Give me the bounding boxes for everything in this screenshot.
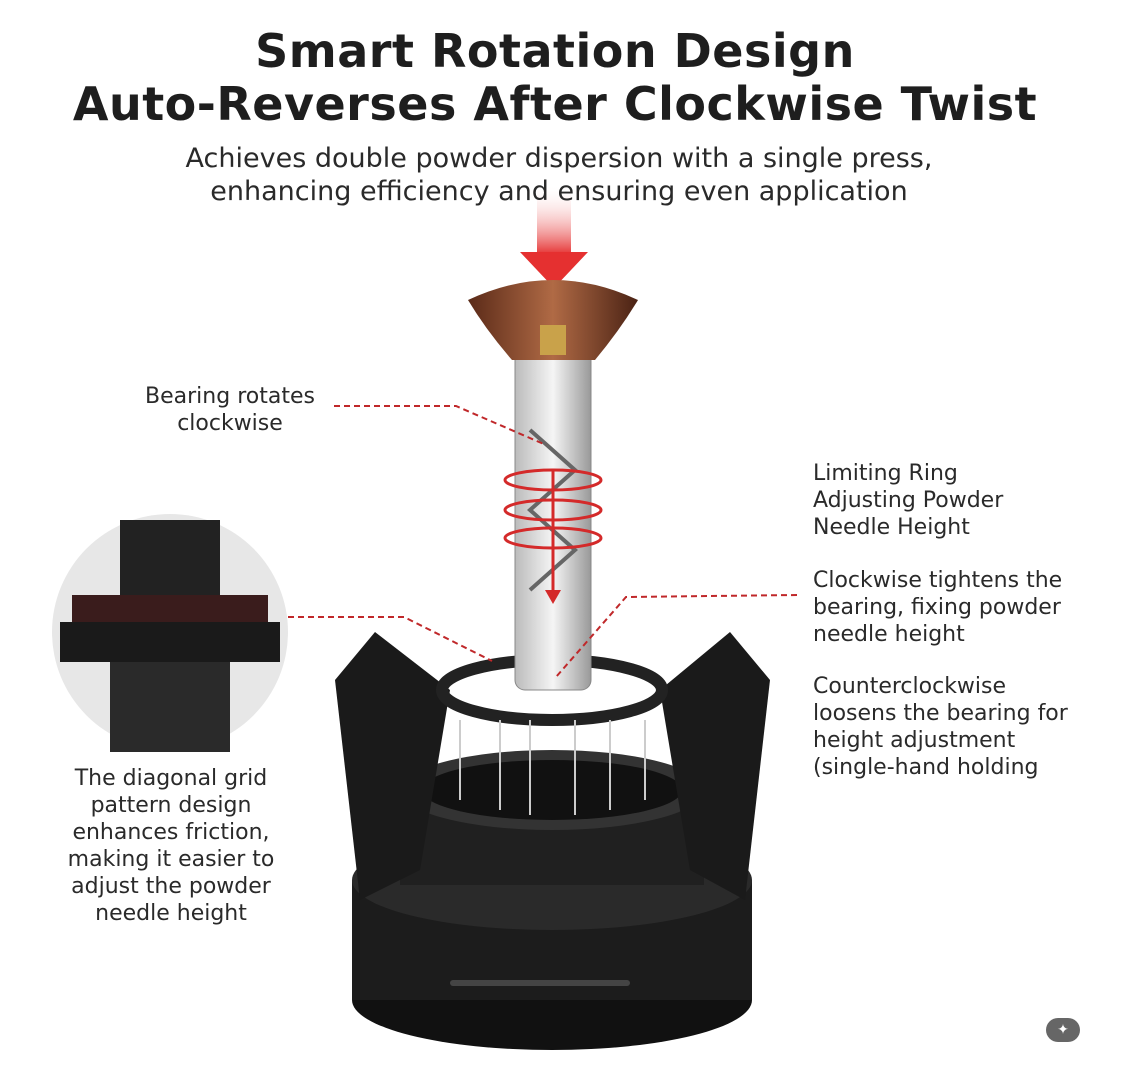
- subtitle-line-2: enhancing efficiency and ensuring even a…: [210, 176, 908, 207]
- callout-text: bearing, fixing powder: [813, 595, 1061, 620]
- callout-text: clockwise: [177, 411, 283, 436]
- callout-limiting-ring: Limiting Ring Adjusting Powder Needle He…: [813, 460, 1003, 541]
- grid-ring-inset: [52, 514, 288, 752]
- callout-text: Needle Height: [813, 515, 970, 540]
- callout-text: adjust the powder: [71, 874, 271, 899]
- callout-text: Counterclockwise: [813, 674, 1007, 699]
- callout-bearing: Bearing rotates clockwise: [130, 383, 330, 437]
- product-base: [335, 632, 770, 1050]
- callout-text: making it easier to: [67, 847, 275, 872]
- callout-text: Clockwise tightens the: [813, 568, 1063, 593]
- callout-text: pattern design: [90, 793, 252, 818]
- callout-text: loosens the bearing for: [813, 701, 1068, 726]
- callout-text: needle height: [95, 901, 247, 926]
- callout-text: Bearing rotates: [145, 384, 315, 409]
- callout-counterclockwise: Counterclockwise loosens the bearing for…: [813, 673, 1068, 781]
- press-arrow-icon: [520, 185, 588, 288]
- callout-grid-pattern: The diagonal grid pattern design enhance…: [40, 765, 302, 927]
- callout-clockwise: Clockwise tightens the bearing, fixing p…: [813, 567, 1062, 648]
- callout-text: The diagonal grid: [74, 766, 268, 791]
- callout-text: needle height: [813, 622, 965, 647]
- product-shaft: [468, 280, 638, 691]
- title-line-1: Smart Rotation Design: [255, 24, 855, 78]
- callout-text: enhances friction,: [72, 820, 270, 845]
- callout-leaders: [288, 405, 798, 678]
- callout-text: Limiting Ring: [813, 461, 958, 486]
- callout-text: Adjusting Powder: [813, 488, 1004, 513]
- magic-wand-icon[interactable]: ✦: [1046, 1018, 1080, 1042]
- title-line-2: Auto-Reverses After Clockwise Twist: [72, 77, 1038, 131]
- subtitle-line-1: Achieves double powder dispersion with a…: [185, 143, 933, 174]
- callout-text: (single-hand holding: [813, 755, 1039, 780]
- callout-text: height adjustment: [813, 728, 1016, 753]
